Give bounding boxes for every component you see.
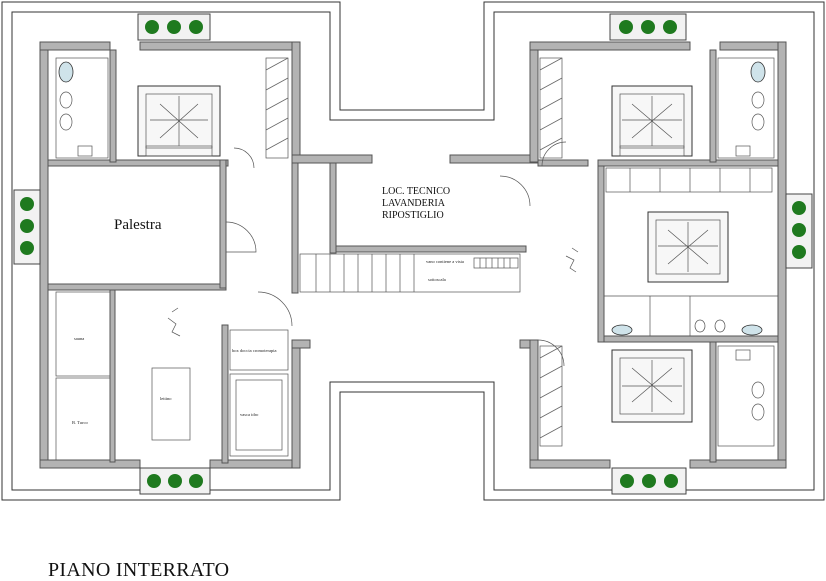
building-walls <box>39 41 787 469</box>
outer-perimeter-wall <box>1 1 825 501</box>
door-swings <box>225 141 567 367</box>
planter-left <box>13 189 41 265</box>
room-label-lavanderia: LAVANDERIA <box>382 198 446 209</box>
sofa-corridor-right <box>565 247 579 273</box>
wardrobe-top-right <box>539 57 563 159</box>
planter-top-left <box>137 13 211 41</box>
room-label-ripostiglio: RIPOSTIGLIO <box>382 210 444 221</box>
wardrobe-bottom-right <box>539 345 563 447</box>
spa-furniture <box>55 291 289 461</box>
wardrobe-middle-right <box>605 167 773 193</box>
staircase <box>299 253 521 293</box>
planter-top-right <box>609 13 687 41</box>
planter-bottom-right <box>611 467 687 495</box>
bed-top-right <box>611 85 693 157</box>
label-vasca-idro: vasca idro <box>240 412 259 417</box>
planter-bottom-left <box>139 467 211 495</box>
bathroom-bottom-right <box>717 345 775 447</box>
room-label-palestra: Palestra <box>114 217 162 233</box>
bathroom-middle-right <box>604 295 778 336</box>
bed-top-left <box>137 85 221 157</box>
bathroom-top-left <box>55 57 109 159</box>
room-label-loc-tecnico: LOC. TECNICO <box>382 186 450 197</box>
label-bagno-turco: B. Turco <box>72 420 89 425</box>
label-box-doccia: box doccia cromoterapia <box>232 348 276 353</box>
label-stair-note: vano contiene a vista <box>426 259 464 264</box>
label-stair-sub: sottoscala <box>428 277 446 282</box>
wardrobe-top-left <box>265 57 289 159</box>
planter-right <box>785 193 813 269</box>
bed-bottom-right <box>611 349 693 423</box>
bathroom-top-right <box>717 57 775 159</box>
bed-middle-right <box>647 211 729 283</box>
label-sauna: sauna <box>74 336 84 341</box>
label-lettino: lettino <box>160 396 172 401</box>
plan-title: PIANO INTERRATO <box>48 559 230 581</box>
